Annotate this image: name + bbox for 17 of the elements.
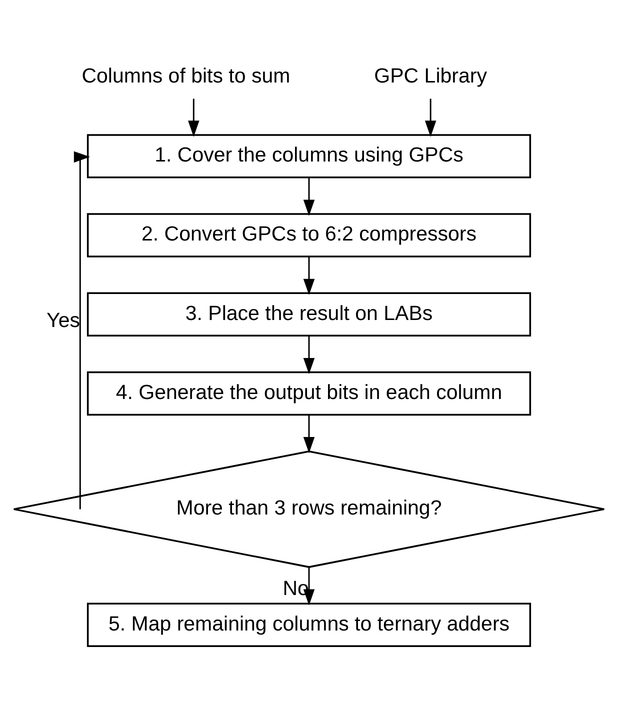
- arrow: [74, 150, 90, 509]
- node-text: Columns of bits to sum: [82, 64, 290, 88]
- node-box: 5. Map remaining columns to ternary adders: [86, 602, 532, 647]
- node-box: 4. Generate the output bits in each column: [86, 370, 532, 416]
- arrow: [424, 98, 436, 136]
- edge-label: Yes: [46, 308, 80, 332]
- arrow: [303, 566, 315, 605]
- arrow: [303, 336, 315, 374]
- arrow: [303, 414, 315, 453]
- arrow: [303, 256, 315, 294]
- node-box: 1. Cover the columns using GPCs: [86, 134, 532, 178]
- node-text: GPC Library: [374, 64, 487, 88]
- node-box: 3. Place the result on LABs: [86, 292, 532, 336]
- arrow: [303, 177, 315, 216]
- node-box: 2. Convert GPCs to 6:2 compressors: [86, 212, 532, 257]
- node-diamond: More than 3 rows remaining?: [12, 450, 606, 568]
- arrow: [188, 98, 200, 136]
